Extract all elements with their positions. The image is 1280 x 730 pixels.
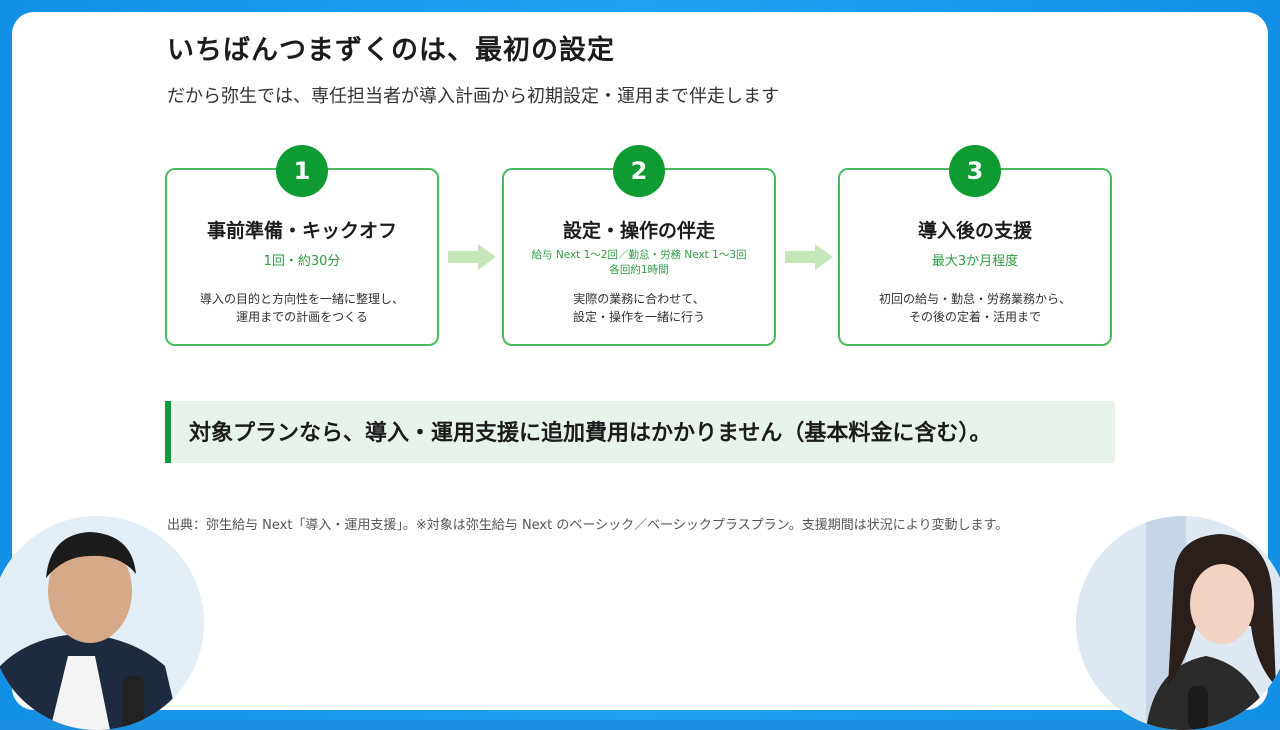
step-meta: 最大3か月程度 bbox=[931, 254, 1019, 269]
step-description-line: 運用までの計画をつくる bbox=[236, 310, 368, 324]
step-description-line: 実際の業務に合わせて、 bbox=[573, 292, 705, 306]
step-title: 導入後の支援 bbox=[917, 220, 1032, 242]
step-description-line: 初回の給与・勤怠・労務業務から、 bbox=[878, 292, 1071, 306]
person-icon bbox=[1076, 516, 1280, 730]
arrow-right-icon bbox=[785, 244, 833, 270]
slide-subtitle: だから弥生では、専任担当者が導入計画から初期設定・運用まで伴走します bbox=[167, 86, 779, 107]
step-card-3: 3 導入後の支援 最大3か月程度 初回の給与・勤怠・労務業務から、 その後の定着… bbox=[838, 145, 1112, 346]
step-description: 導入の目的と方向性を一緒に整理し、 運用までの計画をつくる bbox=[167, 290, 437, 326]
notice-text: 対象プランなら、導入・運用支援に追加費用はかかりません（基本料金に含む）。 bbox=[189, 421, 992, 446]
step-card-2: 2 設定・操作の伴走 給与 Next 1～2回／勤怠・労務 Next 1～3回 … bbox=[502, 145, 776, 346]
presenter-camera-left bbox=[0, 516, 204, 730]
step-number-badge: 1 bbox=[276, 145, 328, 197]
step-number-badge: 2 bbox=[613, 145, 665, 197]
step-meta: 1回・約30分 bbox=[263, 254, 341, 269]
slide: いちばんつまずくのは、最初の設定 だから弥生では、専任担当者が導入計画から初期設… bbox=[12, 12, 1268, 710]
step-title: 事前準備・キックオフ bbox=[206, 220, 397, 242]
slide-title: いちばんつまずくのは、最初の設定 bbox=[167, 35, 615, 66]
step-description: 初回の給与・勤怠・労務業務から、 その後の定着・活用まで bbox=[840, 290, 1110, 326]
source-note: 出典：弥生給与 Next「導入・運用支援」。※対象は弥生給与 Next のベーシ… bbox=[167, 518, 1009, 533]
step-meta-line: 給与 Next 1～2回／勤怠・労務 Next 1～3回 bbox=[531, 249, 747, 261]
notice-banner: 対象プランなら、導入・運用支援に追加費用はかかりません（基本料金に含む）。 bbox=[165, 401, 1115, 463]
step-card-1: 1 事前準備・キックオフ 1回・約30分 導入の目的と方向性を一緒に整理し、 運… bbox=[165, 145, 439, 346]
step-number-badge: 3 bbox=[949, 145, 1001, 197]
step-description-line: その後の定着・活用まで bbox=[908, 310, 1041, 324]
step-description-line: 設定・操作を一緒に行う bbox=[572, 310, 705, 324]
step-description-line: 導入の目的と方向性を一緒に整理し、 bbox=[199, 292, 404, 306]
step-title: 設定・操作の伴走 bbox=[562, 220, 715, 242]
step-meta-line: 各回約1時間 bbox=[609, 264, 669, 276]
step-meta: 給与 Next 1～2回／勤怠・労務 Next 1～3回 各回約1時間 bbox=[504, 248, 774, 278]
step-description: 実際の業務に合わせて、 設定・操作を一緒に行う bbox=[504, 290, 774, 326]
person-icon bbox=[0, 516, 204, 730]
arrow-right-icon bbox=[448, 244, 496, 270]
presenter-camera-right bbox=[1076, 516, 1280, 730]
